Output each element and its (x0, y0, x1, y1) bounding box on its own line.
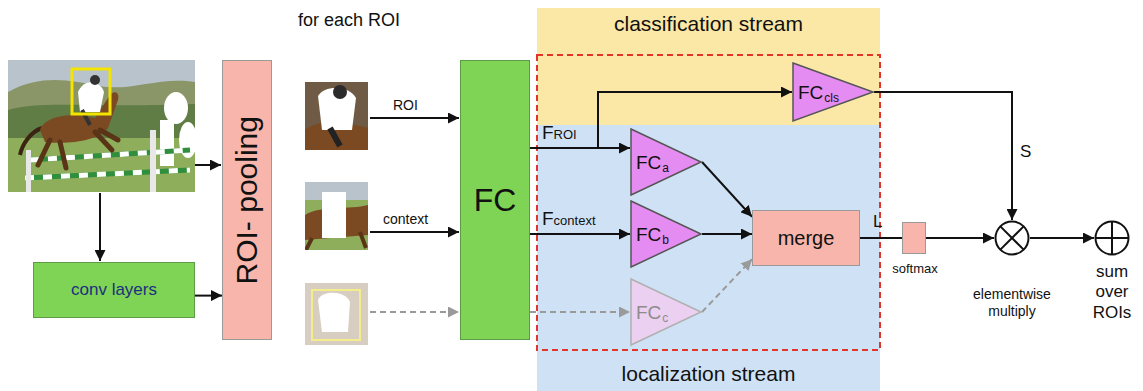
edge-label-holder: L (873, 212, 882, 232)
rider-head (90, 75, 100, 85)
subscript-label: cls (824, 92, 839, 104)
jump-post (150, 130, 156, 192)
horse-tail (20, 128, 42, 155)
node-caption: sum over ROIs (1088, 262, 1136, 323)
circle-outline (996, 222, 1029, 255)
operator-circle (1094, 220, 1130, 256)
roi-box (72, 69, 110, 114)
crop-arrow (370, 117, 459, 119)
node-label: classification stream (614, 12, 803, 36)
edge-label: Fcontext (542, 207, 596, 232)
roi-pooling-box: ROI- pooling (222, 60, 272, 340)
flow-arrow (860, 237, 902, 239)
arrow-label: context (383, 211, 428, 227)
third-crop (305, 283, 368, 345)
node-label: softmax (880, 261, 950, 277)
softmax-box: softmax (902, 222, 926, 254)
photo-arrow (99, 193, 101, 261)
flow-arrow (702, 233, 752, 235)
fc-triangle: FCcls (792, 62, 874, 122)
fc-triangle: FCb (630, 200, 702, 268)
multiply-node: elementwise multiply (994, 220, 1030, 256)
node-label: elementwise multiply (960, 286, 1064, 320)
operator-symbol (1000, 226, 1023, 249)
edge-label-holder: S (1020, 142, 1031, 162)
fc-box: FC (460, 60, 530, 340)
dashed-arrow (530, 311, 630, 313)
label-holder: ROI (393, 96, 418, 114)
context-crop (305, 182, 368, 250)
jump-pole (25, 170, 190, 178)
fc-triangle: FCa (630, 128, 702, 196)
node-caption: softmax (880, 261, 950, 277)
flow-arrow (530, 233, 630, 235)
subscript-label: a (662, 162, 669, 174)
jump-post (26, 150, 31, 192)
classification-band: classification streamFCcls (537, 8, 880, 125)
jump-pole (25, 170, 190, 178)
operator-symbol (1000, 226, 1023, 249)
horse-legs (38, 130, 118, 168)
node-label: FC (636, 225, 661, 244)
node-label: FC (798, 83, 823, 102)
operator-symbol (1111, 222, 1113, 255)
sum-node: sum over ROIs (1094, 220, 1130, 256)
triangle-shape (631, 201, 701, 267)
triangle-shape (631, 279, 701, 345)
crop-arrow (370, 231, 459, 233)
node-label: sum over ROIs (1088, 262, 1136, 323)
node-label: ROI- pooling (230, 116, 265, 284)
fc-triangle-faded: FCc (630, 278, 702, 346)
node-label: FC (636, 303, 661, 322)
rider (78, 82, 104, 112)
subscript-label: c (662, 312, 668, 324)
conv-layers-box: conv layers (33, 262, 195, 318)
node-label: FC (636, 153, 661, 172)
merge-box: merge (752, 210, 860, 266)
label-holder: context (383, 210, 428, 228)
flow-arrow (926, 237, 994, 239)
edge-label: FROI (542, 121, 577, 146)
input-photo (8, 60, 195, 192)
arrow-label: ROI (393, 97, 418, 113)
node-label: localization stream (622, 362, 796, 386)
crop-arrow-dashed (370, 311, 459, 313)
sky (8, 60, 195, 192)
masked-person (164, 92, 188, 124)
localization-band: localization streamFCaFCbFCcmerge (537, 125, 880, 391)
photo-arrow (195, 164, 221, 166)
label-holder: for each ROI (298, 10, 400, 31)
flow-arrow (1030, 237, 1094, 239)
edge-label: S (1020, 142, 1031, 161)
operator-circle (994, 220, 1030, 256)
masked-person (160, 120, 174, 166)
subscript-label: b (662, 234, 669, 246)
node-label: conv layers (71, 280, 157, 300)
roi-crop (305, 82, 368, 150)
node-caption: elementwise multiply (960, 286, 1064, 320)
circle-outline (1096, 222, 1129, 255)
edge-label-holder: Fcontext (542, 207, 596, 232)
edge-label: L (873, 212, 882, 231)
rider-leg (82, 110, 90, 125)
caption-label: for each ROI (298, 10, 400, 30)
node-label: FC (474, 182, 517, 219)
triangle-shape (793, 63, 873, 121)
triangle-shape (631, 129, 701, 195)
flow-arrow (195, 295, 222, 297)
flow-arrow (530, 147, 630, 149)
flow-arrow (874, 92, 1012, 220)
edge-label-holder: FROI (542, 121, 577, 146)
node-label: merge (778, 227, 835, 250)
